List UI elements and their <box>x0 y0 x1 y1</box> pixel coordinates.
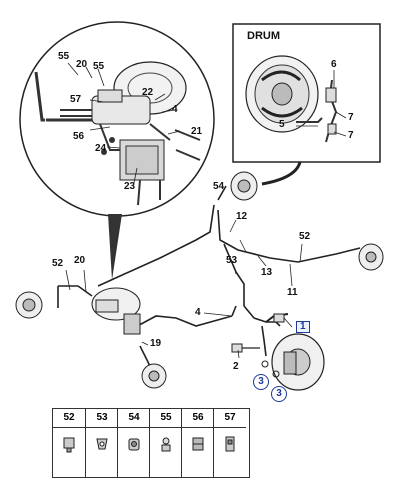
callout-7-upper: 7 <box>348 112 354 123</box>
callout-55-top: 55 <box>58 51 70 62</box>
legend-cell: 55 <box>149 409 182 477</box>
legend-label: 53 <box>86 409 118 428</box>
legend-label: 57 <box>214 409 246 428</box>
legend-cell: 56 <box>181 409 214 477</box>
legend-label: 56 <box>182 409 214 428</box>
main-brake-lines <box>57 185 361 377</box>
drum-inset-box <box>232 23 381 163</box>
rear-left-brake <box>141 363 167 389</box>
drum-pointer-curve <box>261 161 302 186</box>
front-disc-brake <box>271 333 325 391</box>
drum-inset-title: DRUM <box>247 30 280 42</box>
callout-1-highlighted: 1 <box>296 321 310 333</box>
callout-53: 53 <box>226 255 238 266</box>
master-cylinder-small <box>91 287 141 335</box>
callout-20-top: 20 <box>76 59 88 70</box>
clip-icon <box>128 438 140 451</box>
rear-drum-right <box>358 243 384 271</box>
rear-drum-upper <box>230 171 258 201</box>
callout-7-lower: 7 <box>348 130 354 141</box>
callout-3-first: 3 <box>253 374 269 390</box>
callout-24: 24 <box>95 143 107 154</box>
legend-cell: 54 <box>117 409 150 477</box>
callout-4-main: 4 <box>195 307 201 318</box>
callout-19: 19 <box>150 338 162 349</box>
callout-4-circle: 4 <box>172 104 178 115</box>
legend-cell: 53 <box>85 409 118 477</box>
callout-3-second: 3 <box>271 386 287 402</box>
clip-icon <box>225 436 235 452</box>
brake-hose-and-bolts <box>231 313 289 378</box>
legend-label: 52 <box>53 409 85 428</box>
clip-icon <box>96 438 108 450</box>
legend-label: 55 <box>150 409 182 428</box>
front-left-brake <box>15 291 43 319</box>
callout-11: 11 <box>287 287 298 298</box>
callout-56: 56 <box>73 131 85 142</box>
callout-54: 54 <box>213 181 225 192</box>
callout-55-second: 55 <box>93 61 105 72</box>
callout-22: 22 <box>142 87 154 98</box>
clip-icon <box>192 437 204 451</box>
callout-5: 5 <box>279 119 285 130</box>
callout-57: 57 <box>70 94 82 105</box>
master-cylinder-detail-circle <box>19 21 215 217</box>
callout-12: 12 <box>236 211 248 222</box>
callout-20-main: 20 <box>74 255 86 266</box>
legend-cell: 52 <box>53 409 85 477</box>
callout-2: 2 <box>233 361 239 372</box>
callout-52-left: 52 <box>52 258 64 269</box>
leader-lines <box>65 219 303 359</box>
callout-13: 13 <box>261 267 273 278</box>
callout-23: 23 <box>124 181 136 192</box>
circle-pointer-wedge <box>108 214 122 280</box>
legend-cell: 57 <box>213 409 246 477</box>
callout-21: 21 <box>191 126 203 137</box>
fastener-legend: 52 53 54 55 56 57 <box>52 408 250 478</box>
clip-icon <box>63 437 75 453</box>
callout-52-right: 52 <box>299 231 311 242</box>
callout-6: 6 <box>331 59 337 70</box>
clip-icon <box>161 437 171 452</box>
legend-label: 54 <box>118 409 150 428</box>
